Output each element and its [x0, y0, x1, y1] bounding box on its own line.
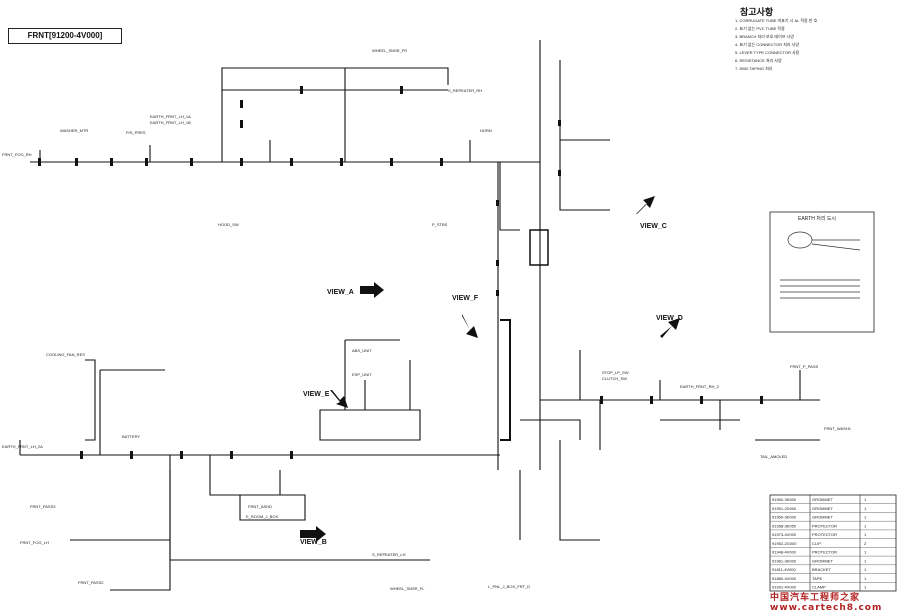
parts-table-cell: 91951-2D000 [772, 506, 797, 511]
view-label: VIEW_E [303, 391, 330, 398]
parts-table-cell: PROTECTOR [812, 523, 837, 528]
parts-table-cell: GROMMET [812, 558, 833, 563]
component-label: FRNT_PASS2 [78, 580, 104, 585]
component-label: FRNT_PASS3 [30, 504, 56, 509]
component-label: WHEEL_SNSR_FR [372, 48, 407, 53]
component-label: EARTH_FRNT_LH_1A [150, 114, 191, 119]
parts-table-cell: 91950-3K500 [772, 497, 797, 502]
component-label: CLUTCH_SW [602, 376, 627, 381]
component-label: L_PNL_J_BOX_FRT_D [488, 584, 530, 589]
parts-table-cell: 91811-4V000 [772, 567, 797, 572]
parts-table-cell: 91950-3K000 [772, 515, 797, 520]
note-line: 3. BRANCH 처리 보호 테이프 사양 [735, 33, 794, 39]
component-label: ESP_UNIT [352, 372, 372, 377]
parts-table-cell: 91958-3K050 [772, 523, 797, 528]
parts-table-cell: 1 [864, 532, 867, 537]
component-label: STOP_LP_SW [602, 370, 629, 375]
note-line: 7. 8900 TAPING 처리 [735, 65, 773, 71]
parts-table-cell: 1 [864, 558, 867, 563]
hood-branch [221, 67, 449, 162]
view-label: VIEW_C [640, 223, 667, 230]
view-label: VIEW_B [300, 539, 327, 546]
parts-table-cell: 1 [864, 523, 867, 528]
parts-table-cell: 91961-3K000 [772, 558, 797, 563]
note-line: 2. 표기 없는 PVC TUBE 적용 [735, 25, 785, 31]
parts-table-cell: 2 [864, 541, 867, 546]
component-label: WHEEL_SNSR_FL [390, 586, 425, 591]
parts-table-cell: 1 [864, 497, 867, 502]
notes-title: 참고사항 [740, 8, 774, 18]
drawing-code-label: FRNT[91200-4V000] [8, 28, 122, 44]
parts-table-cell: 1 [864, 506, 867, 511]
component-label: FRNT_ASHD [248, 504, 272, 509]
view-label: VIEW_F [452, 295, 479, 302]
component-label: EARTH_FRNT_LH_2A [2, 444, 43, 449]
parts-table-cell: GROMMET [812, 506, 833, 511]
note-line: 6. RESISTANCE 처리 사양 [735, 57, 782, 63]
parts-table-cell: 1 [864, 550, 867, 555]
note-line: 5. LEVER TYPE CONNECTOR 사용 [735, 49, 800, 55]
parts-table-cell: 1 [864, 585, 867, 590]
component-label: WASHER_MTR [60, 128, 88, 133]
parts-table-cell: TAPE [812, 576, 822, 581]
parts-table-cell: BRACKET [812, 567, 831, 572]
note-line: 4. 표기 없는 CONNECTOR 처리 사양 [735, 41, 799, 47]
parts-table-cell: 91952-2G000 [772, 541, 797, 546]
parts-table-cell: CLIP [812, 541, 821, 546]
parts-table-cell: 91880-4V000 [772, 576, 797, 581]
component-label: HOOD_SW [218, 222, 239, 227]
component-label: BATTERY [122, 434, 140, 439]
component-label: P/S_PRES [126, 130, 146, 135]
component-label: FRNT_FOG_RH [2, 152, 32, 157]
component-label: FRNT_WASH1 [824, 426, 852, 431]
parts-table-cell: GROMMET [812, 497, 833, 502]
component-label: S_REPEATER_RH [448, 88, 482, 93]
component-label: ABS_UNIT [352, 348, 372, 353]
earth-detail-box [769, 211, 875, 333]
component-label: COOLING_FAN_RES [46, 352, 85, 357]
parts-table-cell: GROMMET [812, 515, 833, 520]
component-label: HORN [480, 128, 492, 133]
component-label: FRNT_P_PASS [790, 364, 818, 369]
component-label: P_STBS [432, 222, 448, 227]
component-label: FRNT_FOG_LH [20, 540, 49, 545]
parts-table-cell: 91991-4V000 [772, 585, 797, 590]
parts-table-cell: PROTECTOR [812, 532, 837, 537]
parts-table-cell: 1 [864, 567, 867, 572]
view-label: VIEW_A [327, 289, 354, 296]
parts-table-cell: 1 [864, 515, 867, 520]
view-label: VIEW_D [656, 315, 683, 322]
parts-table-cell: CLAMP [812, 585, 826, 590]
earth-panel-title: EARTH 처리 도시 [798, 215, 836, 222]
component-label: E_ROOM_J_BOX [246, 514, 279, 519]
parts-table-cell: 91948-4V000 [772, 550, 797, 555]
component-label: S_REPEATER_LH [372, 552, 406, 557]
component-label: EARTH_FRNT_LH_1B [150, 120, 191, 125]
parts-table-cell: PROTECTOR [812, 550, 837, 555]
component-label: TAIL_AMOLED [760, 454, 787, 459]
note-line: 1. CORRUGATE TUBE 미표기 시 AL 적용 한 호 [735, 17, 818, 23]
watermark: 中国汽车工程师之家 www.cartech8.com [770, 593, 883, 613]
component-label: EARTH_FRNT_RH_2 [680, 384, 720, 389]
parts-table-cell: 91973-4V000 [772, 532, 797, 537]
parts-table-cell: 1 [864, 576, 867, 581]
